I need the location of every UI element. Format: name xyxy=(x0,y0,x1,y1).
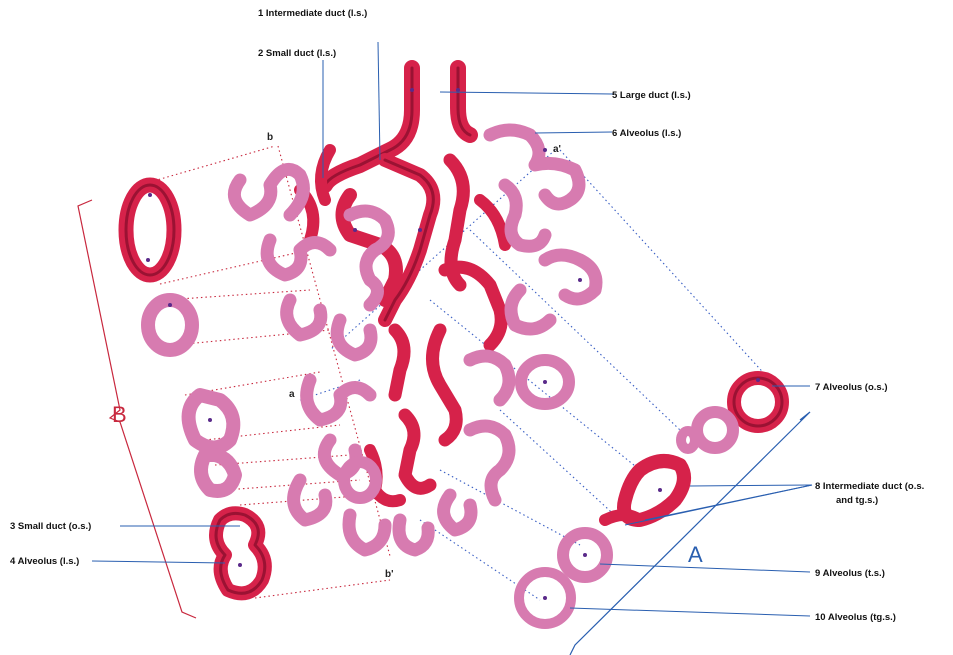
marker-b-upper: B xyxy=(112,402,127,427)
marker-b-prime: b' xyxy=(385,569,394,580)
marker-b: b xyxy=(267,132,273,143)
marker-a-upper: A xyxy=(688,542,703,567)
label-alveolus-ls-6: 6 Alveolus (l.s.) xyxy=(612,128,681,139)
left-sections xyxy=(126,185,265,593)
marker-a-prime: a' xyxy=(553,144,561,155)
label-small-duct-os: 3 Small duct (o.s.) xyxy=(10,521,91,532)
label-intermediate-duct-os: 8 Intermediate duct (o.s. xyxy=(815,481,924,492)
label-large-duct-ls: 5 Large duct (l.s.) xyxy=(612,90,691,101)
label-small-duct-ls: 2 Small duct (l.s.) xyxy=(258,48,336,59)
label-alveolus-ts: 9 Alveolus (t.s.) xyxy=(815,568,885,579)
label-intermediate-duct-ls: 1 Intermediate duct (l.s.) xyxy=(258,8,367,19)
label-intermediate-duct-tgs: and tg.s.) xyxy=(836,495,878,506)
right-sections xyxy=(519,378,782,624)
label-alveolus-tgs: 10 Alveolus (tg.s.) xyxy=(815,612,896,623)
label-alveolus-ls-4: 4 Alveolus (l.s.) xyxy=(10,556,79,567)
label-alveolus-os: 7 Alveolus (o.s.) xyxy=(815,382,888,393)
marker-a: a xyxy=(289,389,295,400)
